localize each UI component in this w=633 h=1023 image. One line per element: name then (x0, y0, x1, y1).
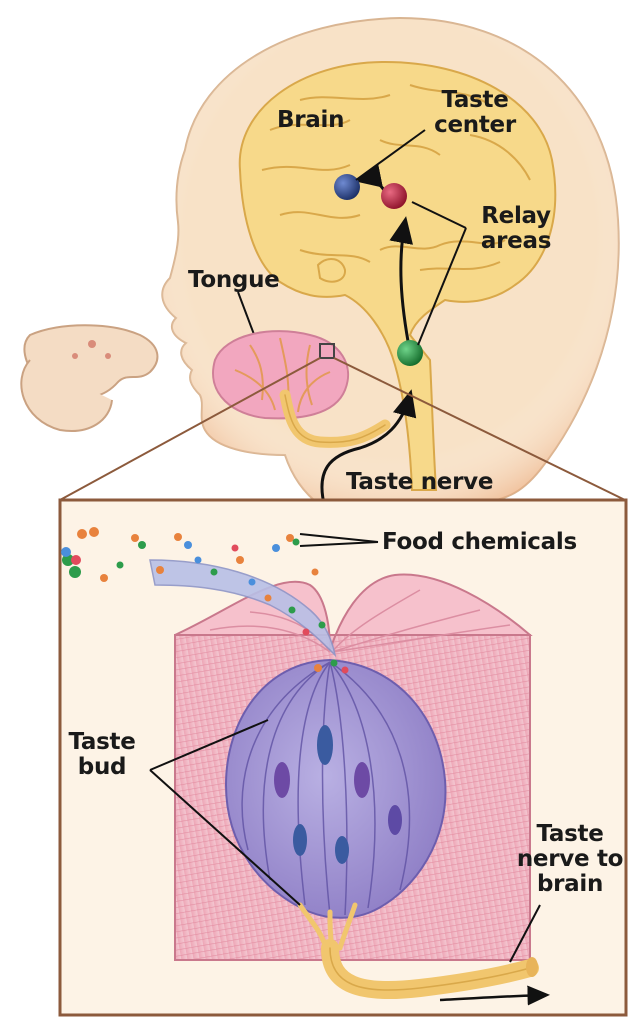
taste-center-node (334, 174, 360, 200)
relay-node-upper (381, 183, 407, 209)
taste-bud-line-2: bud (62, 755, 142, 780)
tongue-label: Tongue (188, 268, 279, 293)
taste-nerve-to-brain-line-1: Taste (515, 822, 625, 847)
relay-areas-line-2: areas (466, 229, 566, 254)
relay-areas-line-1: Relay (466, 204, 566, 229)
taste-center-label: Taste center (420, 88, 530, 138)
taste-nerve-label: Taste nerve (346, 470, 493, 495)
brain-label: Brain (277, 108, 344, 133)
hand-with-food (21, 325, 157, 431)
taste-center-line-2: center (420, 113, 530, 138)
taste-center-line-1: Taste (420, 88, 530, 113)
taste-bud-label: Taste bud (62, 730, 142, 780)
taste-nerve-to-brain-line-2: nerve to (515, 847, 625, 872)
taste-nerve-to-brain-label: Taste nerve to brain (515, 822, 625, 897)
food-chemicals-label: Food chemicals (382, 530, 577, 555)
relay-areas-label: Relay areas (466, 204, 566, 254)
taste-nerve-to-brain-line-3: brain (515, 872, 625, 897)
taste-bud-line-1: Taste (62, 730, 142, 755)
